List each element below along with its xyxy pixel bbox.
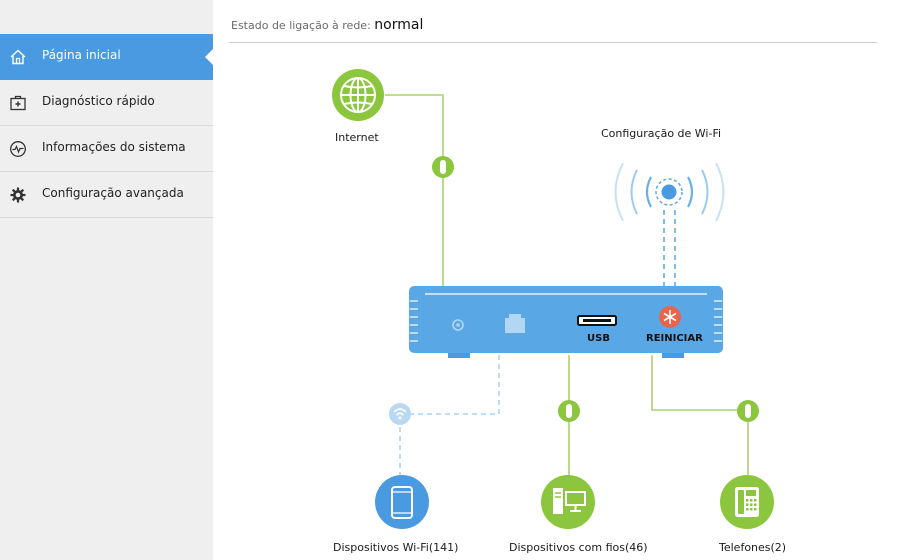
- wired-devices-icon[interactable]: [541, 475, 595, 529]
- internet-globe-icon[interactable]: [332, 69, 384, 121]
- restart-button[interactable]: [659, 306, 681, 328]
- cable-connector-icon: [558, 400, 580, 422]
- cable-connector-icon: [432, 156, 454, 178]
- wifi-devices-icon[interactable]: [375, 475, 429, 529]
- sidebar-item-system-info[interactable]: Informações do sistema: [0, 126, 213, 172]
- network-diagram: Internet Configuração de Wi-Fi: [332, 69, 786, 554]
- wifi-config-icon[interactable]: [614, 162, 725, 222]
- power-port-icon: [452, 319, 464, 331]
- network-status-text: Estado de ligação à rede: normal: [231, 17, 423, 33]
- ethernet-port-icon: [505, 314, 525, 333]
- usb-label: USB: [587, 333, 610, 344]
- wifi-connector-icon: [389, 403, 411, 425]
- cable-connector-icon: [737, 400, 759, 422]
- phones-label: Telefones(2): [718, 541, 786, 554]
- first-aid-icon: [10, 95, 26, 111]
- home-icon: [10, 49, 26, 65]
- network-status-value: normal: [374, 17, 424, 33]
- sidebar-item-label: Informações do sistema: [42, 140, 186, 154]
- gear-icon: [10, 187, 26, 203]
- internet-label: Internet: [335, 131, 379, 144]
- usb-port-icon: [577, 315, 617, 326]
- sidebar-item-label: Página inicial: [42, 48, 121, 62]
- router-device: [409, 286, 723, 358]
- wifi-devices-label: Dispositivos Wi-Fi(141): [333, 541, 458, 554]
- sidebar-item-home[interactable]: Página inicial: [0, 34, 213, 80]
- sidebar-item-label: Diagnóstico rápido: [42, 94, 155, 108]
- sidebar-item-label: Configuração avançada: [42, 186, 184, 200]
- pulse-icon: [10, 141, 26, 157]
- sidebar: Página inicial Diagnóstico rápido Inform…: [0, 0, 213, 560]
- wired-devices-label: Dispositivos com fios(46): [509, 541, 648, 554]
- sidebar-item-quick-diagnostic[interactable]: Diagnóstico rápido: [0, 80, 213, 126]
- wifi-config-label: Configuração de Wi-Fi: [601, 127, 721, 140]
- sidebar-item-advanced-settings[interactable]: Configuração avançada: [0, 172, 213, 218]
- network-status-bar: Estado de ligação à rede: normal: [229, 0, 877, 43]
- restart-label: REINICIAR: [646, 333, 703, 344]
- network-status-label: Estado de ligação à rede:: [231, 19, 371, 32]
- telephone-icon[interactable]: [720, 475, 774, 529]
- active-indicator: [205, 49, 213, 65]
